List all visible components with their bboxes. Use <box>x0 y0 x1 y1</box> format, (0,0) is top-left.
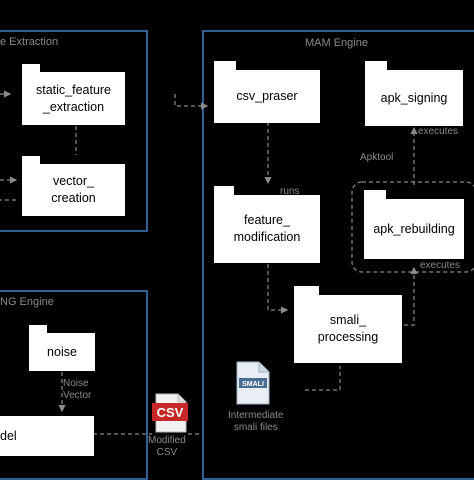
smali-icon-text: SMALI <box>242 381 264 388</box>
apk-rebuilding-node[interactable]: apk_rebuilding <box>364 199 464 259</box>
modified-csv-label: Modified CSV <box>148 435 186 459</box>
apk-signing-node[interactable]: apk_signing <box>365 70 463 126</box>
feature-modification-line-1: feature_ <box>244 213 290 228</box>
executes-top-label: executes <box>418 126 459 137</box>
csv-praser-node[interactable]: csv_praser <box>214 70 320 123</box>
static-feature-extraction-tab <box>22 64 40 73</box>
feature-extraction-panel <box>0 30 148 232</box>
apktool-label: Apktool <box>360 152 394 163</box>
vector-creation-line-1: vector_ <box>52 174 94 189</box>
noise-vector-label: Noise Vector <box>63 378 91 402</box>
apk-rebuilding-label: apk_rebuilding <box>373 221 455 236</box>
csv-praser-label: csv_praser <box>236 89 298 104</box>
smali-processing-tab <box>294 286 319 295</box>
feature-modification-tab <box>214 186 234 195</box>
apk-signing-label: apk_signing <box>380 90 448 105</box>
model-node[interactable]: del <box>0 416 94 456</box>
ng-engine-panel-title: NG Engine <box>0 296 54 308</box>
smali-processing-line-1: smali_ <box>329 313 367 328</box>
csv-icon-text: CSV <box>157 405 184 420</box>
smali-processing-node[interactable]: smali_ processing <box>294 295 402 363</box>
noise-vector-line-2: Vector <box>63 390 92 401</box>
noise-label: noise <box>47 344 77 359</box>
static-feature-extraction-node[interactable]: static_feature _extraction <box>22 72 125 125</box>
intermediate-smali-line-1: Intermediate <box>228 410 284 421</box>
modified-csv-line-2: CSV <box>156 447 178 458</box>
vector-creation-node[interactable]: vector_ creation <box>22 164 125 216</box>
intermediate-smali-line-2: smali files <box>233 422 278 433</box>
apk-signing-tab <box>365 61 387 70</box>
noise-tab <box>29 325 47 334</box>
executes-bottom-label: executes <box>420 260 461 271</box>
modified-csv-line-1: Modified <box>148 435 186 446</box>
feature-modification-node[interactable]: feature_ modification <box>214 195 320 263</box>
static-feature-extraction-line-2: _extraction <box>42 99 105 114</box>
vector-creation-line-2: creation <box>51 191 96 205</box>
csv-praser-tab <box>214 61 236 70</box>
vector-creation-tab <box>22 156 40 165</box>
noise-vector-line-1: Noise <box>63 378 89 389</box>
smali-processing-line-2: processing <box>317 330 379 344</box>
intermediate-smali-label: Intermediate smali files <box>228 410 284 434</box>
static-feature-extraction-line-1: static_feature <box>35 82 112 97</box>
feature-extraction-panel-title: e Extraction <box>0 36 59 48</box>
apk-rebuilding-tab <box>364 190 386 199</box>
feature-modification-line-2: modification <box>233 230 301 244</box>
model-label: del <box>0 428 17 443</box>
runs-label: runs <box>280 186 300 197</box>
csv-file-icon: CSV <box>152 393 188 433</box>
mam-engine-panel-title: MAM Engine <box>305 37 368 49</box>
smali-file-icon: SMALI <box>236 361 270 405</box>
noise-node[interactable]: noise <box>29 333 95 371</box>
